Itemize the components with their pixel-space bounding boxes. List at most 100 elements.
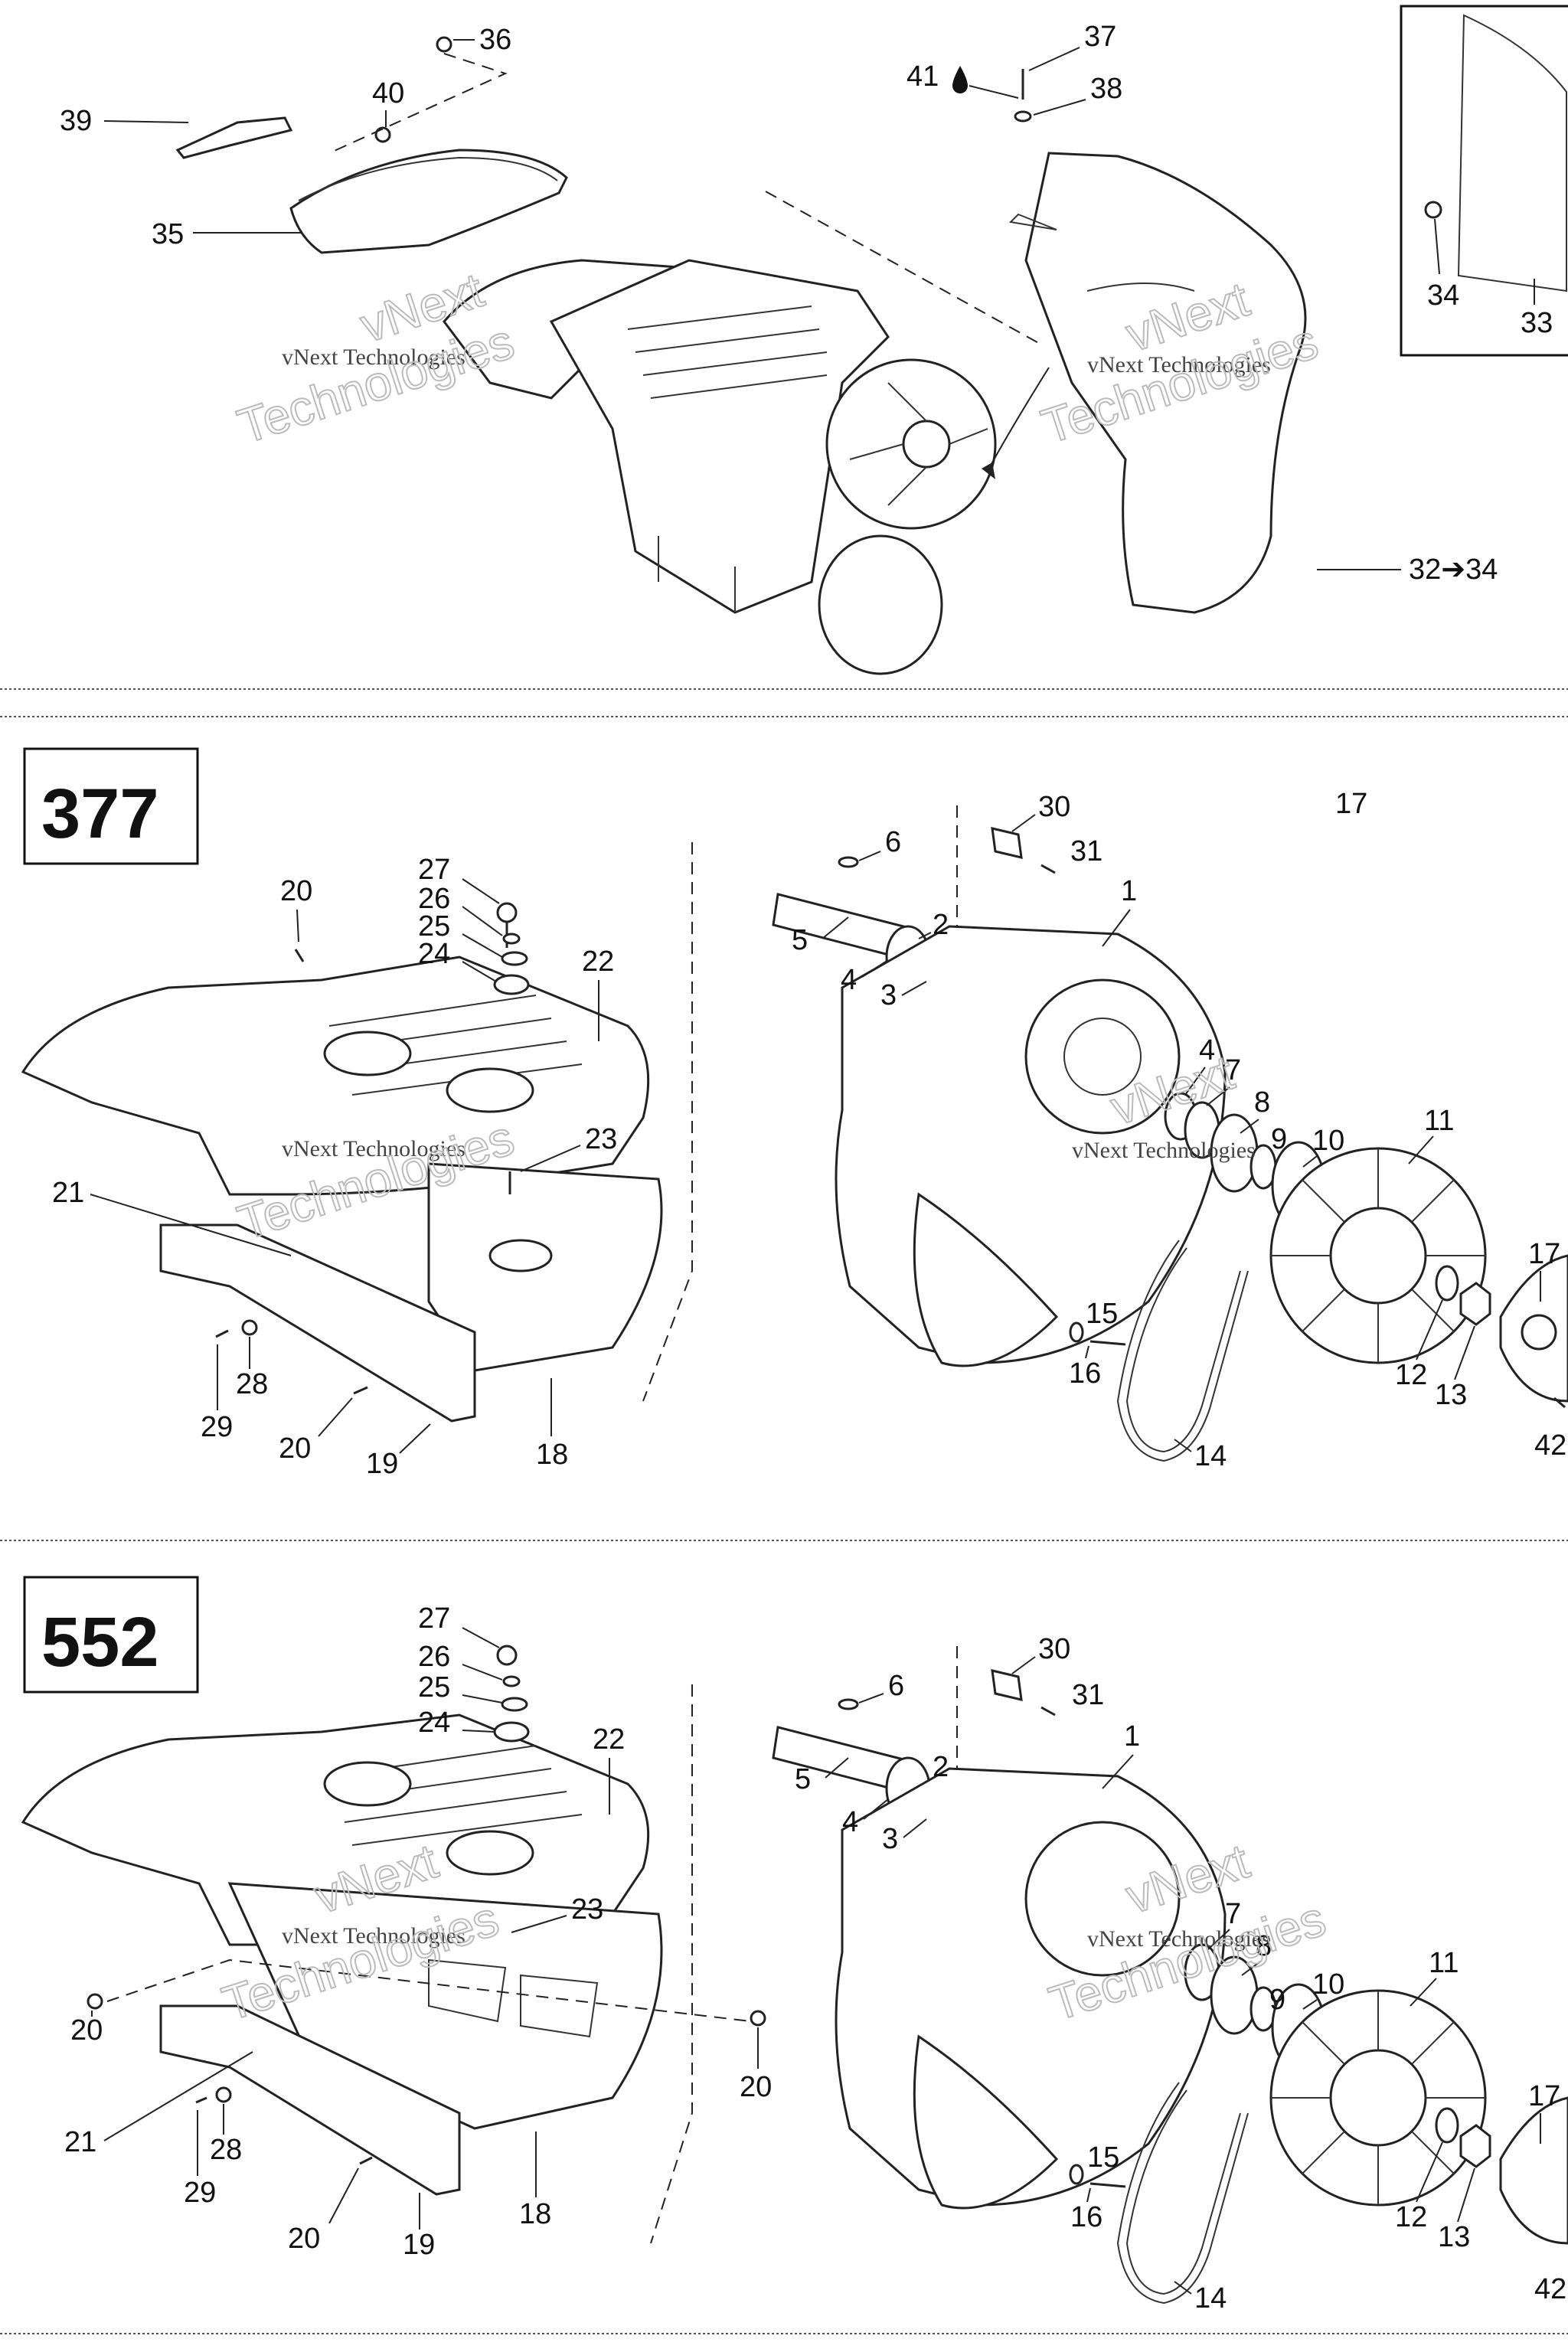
screw-36 [436,36,452,53]
callout-m-11: 11 [1424,1105,1454,1137]
callout-37: 37 [1084,21,1116,53]
callout-32-34: 32➔34 [1409,554,1498,586]
leader-34 [1434,218,1440,275]
callout-b-11: 11 [1429,1947,1459,1979]
fan-housing-1-opening [1024,978,1181,1135]
callout-b-5: 5 [795,1763,811,1795]
screw-20-b-bottom [359,2156,373,2165]
washer-15 [1069,1321,1084,1343]
callout-m-24: 24 [418,938,450,970]
assembly-line-mid-left [642,842,693,1402]
callout-m-13: 13 [1435,1379,1467,1411]
leader-m-16 [1085,1345,1089,1359]
watermark-b-d: vNext Technologies [1087,1926,1271,1952]
callout-b-28: 28 [210,2134,242,2166]
callout-m-17b: 17 [1528,1238,1560,1270]
callout-b-20c: 20 [740,2071,772,2103]
callout-b-21: 21 [64,2126,96,2158]
fan-cover-32-lip [1008,213,1195,292]
engine-fan-hub [902,420,951,469]
callout-m-28: 28 [236,1368,268,1400]
leader-m-27 [462,878,500,904]
screw-16-b [1089,2182,1126,2188]
callout-m-4b: 4 [1199,1034,1215,1067]
leader-b-27 [462,1627,500,1648]
leader-m-12 [1416,1299,1443,1361]
callout-39: 39 [60,105,92,137]
screw-20-b-right [750,2010,766,2027]
leader-m-4b [1184,1067,1206,1096]
screw-31-b [1040,1706,1056,1717]
callout-33: 33 [1521,307,1553,339]
airbox-port-right [446,1067,534,1113]
clamp-30 [991,827,1023,859]
callout-m-12: 12 [1395,1359,1427,1391]
callout-b-30: 30 [1038,1633,1070,1665]
callout-m-19: 19 [366,1448,398,1480]
assembly-line-bottom-a [106,1958,751,2022]
washer-15-b [1069,2164,1084,2185]
bracket-39 [175,116,293,159]
leader-m-30 [1011,814,1036,832]
engine-block [549,259,890,614]
leader-b-24 [462,1730,495,1733]
duct-18-b [227,1882,663,2130]
bracket-19-b [159,2004,461,2196]
callout-m-22: 22 [582,946,614,978]
callout-m-14: 14 [1194,1440,1227,1472]
callout-m-1: 1 [1121,875,1137,907]
screw-42 [1553,1396,1566,1409]
callout-b-18: 18 [519,2198,551,2230]
callout-m-2: 2 [933,909,949,941]
callout-b-24: 24 [418,1707,450,1739]
watermark-m-a: vNext Technologies [282,1136,466,1161]
leader-39 [103,120,189,123]
grommet-24 [493,974,530,995]
callout-41: 41 [906,60,939,93]
leader-b-8 [1241,1961,1261,1976]
assembly-line-36 [328,53,508,154]
callout-b-26: 26 [418,1641,450,1673]
assembly-line-bottom-b [650,1684,693,2244]
callout-b-22: 22 [593,1723,625,1756]
callout-35: 35 [152,218,184,250]
leader-m-2 [918,932,932,939]
belt-14-inner [1125,1247,1241,1453]
inset-plate [1457,14,1567,292]
leader-b-21 [103,2051,253,2141]
deflector-35-rim [298,156,558,201]
watermark-line2-b: vNext Technologies [1087,352,1271,377]
bolt-27 [496,902,518,923]
pin-6-b [838,1698,859,1710]
fan-housing-1-inner [1063,1018,1142,1096]
fan-11-b-blades [1271,1991,1485,2205]
oil-drop-icon [952,66,968,93]
leader-b-4 [863,1798,889,1820]
leader-m-20a [296,909,299,942]
engine-assembly [443,259,997,675]
nut-13-b [1459,2124,1491,2168]
belt-14 [1116,1240,1249,1462]
washer-26 [502,933,521,945]
callout-m-29: 29 [201,1411,233,1443]
fan-11-hub [1329,1207,1427,1305]
callout-b-42: 42 [1534,2273,1566,2305]
callout-m-21: 21 [52,1177,84,1209]
washer-25 [501,951,528,966]
pulley-17-b [1499,2096,1568,2245]
leader-37 [1028,47,1080,71]
callout-m-7: 7 [1225,1054,1241,1086]
washer-28-b [215,2086,232,2103]
callout-b-17: 17 [1528,2080,1560,2112]
leader-m-13 [1454,1325,1475,1380]
airbox-b-port-right [446,1830,534,1876]
assembly-line-top [765,191,1042,345]
leader-38 [1033,99,1086,116]
callout-b-9: 9 [1269,1984,1285,2016]
callout-38: 38 [1090,73,1122,105]
callout-b-15: 15 [1087,2141,1119,2174]
leader-m-23 [520,1145,581,1172]
screw-20-b-left [87,1993,103,2010]
callout-m-3: 3 [880,979,897,1011]
